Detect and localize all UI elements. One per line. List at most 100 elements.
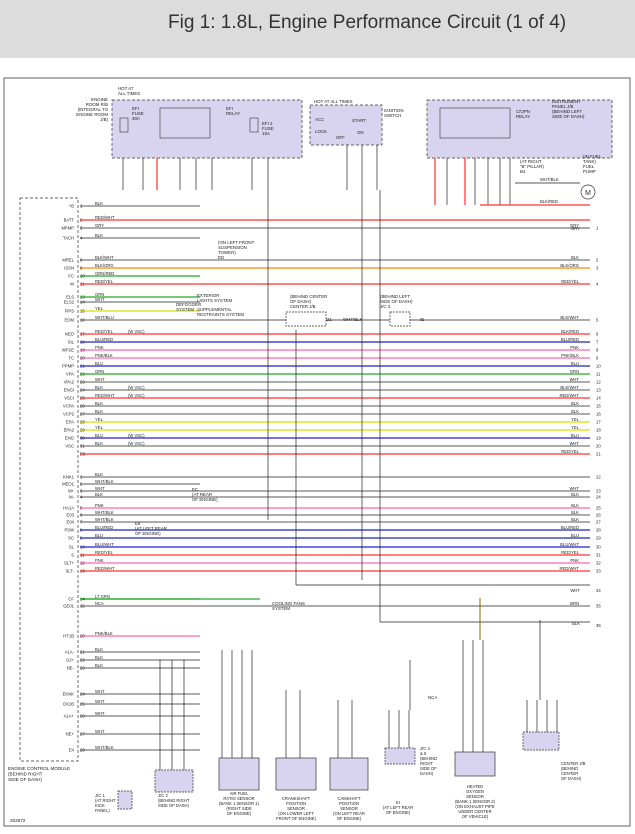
ecm-pin-number: 5	[80, 506, 83, 511]
hot-at-all-times-label: HOT AT	[118, 86, 134, 91]
figure-title: Fig 1: 1.8L, Engine Performance Circuit …	[168, 12, 567, 33]
wire-number-label: 2	[596, 258, 599, 263]
right-wire-color-label: BLK/WHT	[560, 385, 579, 390]
ecm-pin-number: 13	[80, 295, 85, 300]
cooling-fans-label: COOLING FANS	[272, 601, 305, 606]
right-wire-color-label: BLK	[571, 492, 579, 497]
instrument-panel-jb-label: SIDE OF DASH)	[552, 114, 585, 119]
wire-color-label: WHT	[95, 297, 105, 302]
ecm-pin-number: 3	[80, 489, 83, 494]
right-wire-color-label: BLK	[571, 517, 579, 522]
ignition-switch-label: SWITCH	[384, 113, 401, 118]
right-wire-color-label: BLK	[571, 503, 579, 508]
wire-number-label: 33	[596, 569, 601, 574]
wire-color-label: GRN	[95, 369, 104, 374]
right-wire-color-label: BLU/RED	[561, 525, 579, 530]
cmp-sensor-box	[329, 757, 369, 791]
wire-color-label: BLU	[95, 533, 103, 538]
wire-color-label: RED/WHT	[95, 393, 115, 398]
hot-at-all-times-label: ALL TIMES	[118, 91, 140, 96]
ec-label: EC	[192, 487, 198, 492]
efi-relay-box	[111, 99, 303, 159]
center-jb-bottom-connector	[522, 731, 560, 751]
ecm-pin-number: 12	[80, 561, 85, 566]
right-wire-color-label: RED/YEL	[561, 550, 580, 555]
wire-color-label: BLK	[95, 663, 103, 668]
cmp-sensor-label: SENSOR	[340, 806, 358, 811]
ei-label: (AT LEFT REAR	[383, 805, 413, 810]
wire-color-label: WHT/BLK	[95, 745, 114, 750]
jc45-label: SIDE OF	[420, 766, 437, 771]
cmp-sensor-label: (ON LEFT REAR	[333, 811, 365, 816]
ecm-pin-number: 9	[80, 266, 83, 271]
center-jb-label: (BEHIND CENTER	[290, 294, 327, 299]
blk-label: BLK	[572, 621, 580, 626]
wire-number-label: 5	[596, 318, 599, 323]
ecm-pin-number: 8	[80, 258, 83, 263]
center-jb-connector	[285, 311, 327, 327]
wht-blk-label: WHT/BLK	[540, 177, 559, 182]
ecm-pin-name: SLT-	[65, 569, 74, 574]
ecm-pin-name: EOM	[64, 318, 74, 323]
ecm-pin-name: VCP2	[63, 412, 75, 417]
right-wire-color-label: RED/YEL	[561, 449, 580, 454]
af-sensor-label: (RIGHT SIDE	[226, 806, 251, 811]
ecm-pin-number: 3	[80, 226, 83, 231]
ecm-pin-number: E6	[80, 452, 86, 457]
efi2-fuse-label: EFI 2	[262, 121, 273, 126]
wire-color-label: YEL	[95, 306, 104, 311]
ecm-pin-name: S	[71, 553, 74, 558]
center-jb-bottom-label: CENTER	[561, 771, 578, 776]
ecm-pin-number: 23	[80, 380, 85, 385]
wire-number-label: 34	[596, 588, 601, 593]
wire-color-label: BLK	[95, 472, 103, 477]
wire-color-label: WHT	[95, 711, 105, 716]
wire-color-label: GRN	[95, 292, 104, 297]
ignition-hot-label: HOT AT ALL TIMES	[314, 99, 353, 104]
ecm-pin-name: ELS	[66, 295, 74, 300]
ecm-pin-number: 8	[80, 528, 83, 533]
ecm-pin-number: 21	[80, 650, 85, 655]
wire-color-label: BLK/WHT	[95, 255, 114, 260]
b21-wire-label: WHT/BLK	[343, 317, 363, 322]
ecm-pin-number: 20	[80, 634, 85, 639]
wire-color-label: GRN/RED	[95, 271, 114, 276]
ecm-pin-name: EPA2	[64, 428, 75, 433]
copn-relay-label: RELAY	[516, 114, 530, 119]
wire-color-label: BLK	[95, 385, 103, 390]
right-wire-color-label: BLU	[571, 361, 579, 366]
jc1-label: (AT RIGHT	[95, 798, 116, 803]
ho2s-label: OXYGEN	[466, 789, 484, 794]
right-wire-color-label: WHT	[569, 441, 579, 446]
efi-room-label: (INTEGRAL TO	[78, 107, 109, 112]
ecm-pin-number: 14	[80, 300, 85, 305]
jc1-label: KICK	[95, 803, 105, 808]
wire-condition-label: (W VSC)	[128, 393, 145, 398]
wire-color-label: BLK	[95, 647, 103, 652]
ecm-pin-name: HA1A	[63, 506, 74, 511]
ecm-pin-name: SIL	[68, 340, 75, 345]
efi-room-label: ENGINE	[91, 97, 108, 102]
ecm-pin-number: 4	[80, 495, 83, 500]
b21-label: B21	[324, 317, 332, 322]
jc3-label: (BEHIND LEFT	[380, 294, 410, 299]
ecm-pin-name: +B	[69, 204, 74, 209]
ec-label: OF ENGINE)	[192, 497, 218, 502]
ecm-pin-name: A1A-	[65, 650, 75, 655]
ecm-pin-name: A1A+	[64, 714, 75, 719]
right-wire-color-label: BLU/RED	[561, 337, 579, 342]
wire-number-label: 24	[596, 495, 601, 500]
wire-color-label: BLU	[95, 433, 103, 438]
ecm-pin-number: 23	[80, 666, 85, 671]
ecm-pin-name: VSCI	[64, 396, 74, 401]
b-pillar-label: "B" PILLAR)	[520, 164, 544, 169]
ecm-pin-number: 25	[80, 396, 85, 401]
wire-number-label: 10	[596, 364, 601, 369]
efi-relay-coil	[159, 107, 211, 139]
ecm-pin-name: ENGI	[64, 388, 74, 393]
jc3-label: SIDE OF DASH)	[380, 299, 413, 304]
right-wire-color-label: RED/WHT	[559, 393, 579, 398]
jc45-label: J/C 4	[420, 746, 430, 751]
ecm-pin-name: E04	[67, 520, 75, 525]
ecm-pin-name: PPMP	[62, 364, 74, 369]
